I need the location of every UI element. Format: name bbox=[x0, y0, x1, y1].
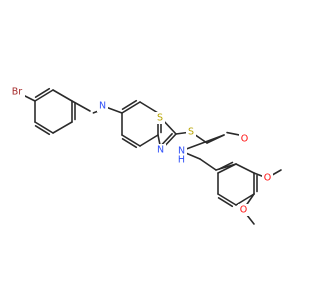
atom-ring-sulfur: S bbox=[155, 112, 165, 124]
bond-a5-a6 bbox=[52, 89, 73, 102]
atom-label-s-ring: S bbox=[157, 113, 163, 124]
double-bond-r6-r1 bbox=[218, 161, 234, 170]
bond-a3-a4 bbox=[52, 121, 73, 134]
double-bond-b6-b1 bbox=[121, 99, 138, 110]
atom-methoxy-oxygen-upper: O bbox=[262, 172, 273, 184]
atom-imine-nitrogen: N bbox=[97, 100, 108, 112]
bond-a5-imC bbox=[71, 100, 91, 112]
bond-cC-nA bbox=[180, 134, 225, 152]
double-bond-b2-b3 bbox=[121, 138, 138, 149]
bond-a6-a1 bbox=[34, 89, 54, 102]
molecule-canvas: Br N S N S O bbox=[9, 86, 282, 225]
double-bond-r4-r5 bbox=[217, 197, 234, 208]
atom-label-n-amide: N bbox=[178, 146, 185, 157]
atom-label-o-carbonyl: O bbox=[241, 134, 248, 145]
double-bond-a6-a1 bbox=[34, 87, 51, 98]
atom-ring-nitrogen: N bbox=[155, 144, 166, 156]
atom-bromine: Br bbox=[9, 86, 25, 98]
atom-label-n-imine: N bbox=[99, 101, 106, 112]
atom-label-br: Br bbox=[12, 87, 23, 98]
bond-b6-b1 bbox=[121, 101, 141, 114]
bond-b2-b3 bbox=[121, 134, 141, 147]
bond-r3-r4 bbox=[235, 193, 255, 206]
bond-b5-b6 bbox=[139, 101, 159, 114]
atom-label-s-thio: S bbox=[188, 127, 194, 138]
bond-b3-b4 bbox=[139, 134, 159, 147]
bond-r4-r5 bbox=[217, 193, 237, 206]
atom-label-n-ring: N bbox=[157, 145, 164, 156]
atom-carbonyl-oxygen: O bbox=[239, 133, 250, 145]
atom-label-layer: Br N S N S O bbox=[9, 86, 273, 216]
atom-methoxy-oxygen-lower: O bbox=[238, 204, 249, 216]
atom-label-o-methoxy-2: O bbox=[240, 205, 247, 216]
bond-r6-r1 bbox=[217, 163, 237, 174]
bond-e1-e2 bbox=[199, 158, 217, 171]
molecule-structure: Br N S N S O bbox=[9, 86, 282, 225]
double-bond-a2-a3 bbox=[34, 125, 51, 136]
bond-a2-a3 bbox=[34, 121, 54, 134]
atom-amide-nitrogen: N H bbox=[176, 145, 187, 166]
atom-label-o-methoxy-1: O bbox=[264, 173, 271, 184]
atom-thioether-sulfur: S bbox=[186, 126, 196, 138]
bond-r1-r2 bbox=[235, 163, 255, 174]
atom-label-h-amide: H bbox=[178, 155, 185, 166]
